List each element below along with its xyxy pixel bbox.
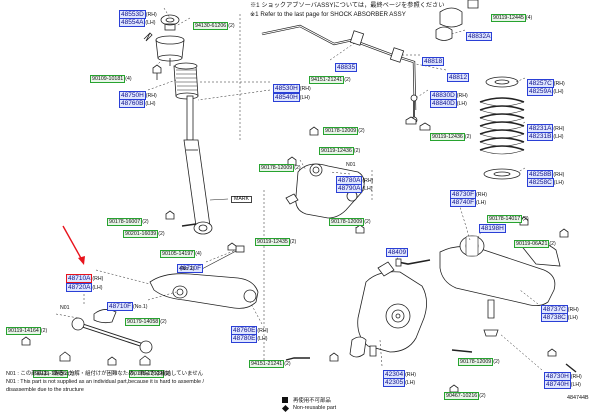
part-label-48780a[interactable]: 48780A(RH): [336, 176, 374, 185]
no2-marker: (No.2): [180, 266, 195, 272]
fasteners: [21, 126, 577, 393]
part-label-48840d[interactable]: 48840D(LH): [430, 99, 467, 108]
part-label-48710a-highlighted[interactable]: 48710A(RH): [66, 274, 104, 283]
hardware-label[interactable]: 90179-14058(2): [125, 318, 167, 326]
part-label-48231a[interactable]: 48231A(RH): [527, 124, 565, 133]
hardware-label[interactable]: 90178-12009(2): [329, 218, 371, 226]
sc-note-jp: ※1 ショックアブソーバASSYについては，最終ページを参照ください: [250, 2, 445, 9]
part-label-48198h[interactable]: 48198H: [479, 224, 506, 233]
legend-row-jp: 再使用不可部品: [282, 396, 331, 404]
hardware-label[interactable]: 90178-16007(2): [107, 218, 149, 226]
hardware-label[interactable]: 94151-21241(2): [309, 76, 351, 84]
hardware-label[interactable]: 90109-10181(4): [90, 75, 132, 83]
hardware-label[interactable]: 90178-12009(2): [129, 370, 171, 378]
part-label-42305[interactable]: 42305(LH): [383, 378, 416, 387]
filled-square-icon: [282, 397, 288, 403]
mark-label: MARK: [231, 196, 252, 204]
hardware-label[interactable]: 90119-12435(2): [255, 238, 297, 246]
hardware-label[interactable]: 90178-12009(2): [323, 127, 365, 135]
part-label-48818[interactable]: 48818: [422, 57, 445, 66]
part-label-48530h[interactable]: 48530H(RH): [273, 84, 311, 93]
n01-marker: N01: [346, 162, 356, 168]
hardware-label[interactable]: 90119-12445(4): [491, 14, 533, 22]
part-label-48720a[interactable]: 48720A(LH): [66, 283, 103, 292]
part-label-42304[interactable]: 42304(RH): [383, 370, 417, 379]
part-label-48710f[interactable]: 48710F: [177, 264, 204, 273]
part-label-48409[interactable]: 48409: [386, 248, 409, 257]
hardware-label[interactable]: 90119-06A21(2): [514, 240, 556, 248]
hardware-label[interactable]: 94151-21241(2): [249, 360, 291, 368]
part-label-48835[interactable]: 48835: [335, 63, 358, 72]
hardware-label[interactable]: 90105-14197(4): [160, 250, 202, 258]
callout-arrow: [62, 225, 85, 265]
part-label-48760b[interactable]: 48760B(LH): [119, 99, 156, 108]
part-label-48812[interactable]: 48812: [447, 73, 470, 82]
part-label-48710f-no1[interactable]: 48710F(No.1): [107, 302, 148, 311]
shock-absorber: [143, 14, 229, 235]
hardware-label[interactable]: 90119-14164(2): [6, 327, 48, 335]
part-label-48760e[interactable]: 48760E(RH): [231, 326, 269, 335]
coil-spring: [479, 76, 525, 180]
part-label-48553d[interactable]: 48553D(RH): [119, 10, 157, 19]
part-label-48737c[interactable]: 48737C(RH): [541, 305, 579, 314]
part-label-48258c[interactable]: 48258C(LH): [527, 178, 564, 187]
trailing-arm: [439, 235, 561, 357]
hardware-label[interactable]: 90119-12436(2): [430, 133, 472, 141]
part-label-48258b[interactable]: 48258B(RH): [527, 170, 565, 179]
part-label-48780e[interactable]: 48780E(LH): [231, 334, 268, 343]
part-label-48730f[interactable]: 48730F(RH): [450, 190, 487, 199]
knuckle: [349, 261, 427, 358]
hardware-label[interactable]: 90178-14017(2): [487, 215, 529, 223]
diagram-number: 484744B: [567, 395, 589, 401]
n01-note-jp: N01 : この部品は，構造上分解・組付けが困難なため，単品では補給していません: [6, 371, 204, 377]
hardware-label[interactable]: 90119-12436(2): [319, 147, 361, 155]
lower-arm: [71, 245, 259, 354]
part-label-48554a[interactable]: 48554A(LH): [119, 18, 156, 27]
part-label-48740h[interactable]: 48740H(LH): [544, 380, 581, 389]
part-label-48231b[interactable]: 48231B(LH): [527, 132, 564, 141]
n01-note-en: N01 : This part is not supplied as an in…: [6, 379, 204, 385]
hardware-label[interactable]: 90119-12436(2): [33, 370, 75, 378]
hardware-label[interactable]: 90467-10216(2): [444, 392, 486, 400]
part-label-48830d[interactable]: 48830D(RH): [430, 91, 468, 100]
legend-row-en: Non-reusable part: [281, 404, 336, 412]
part-label-48750h[interactable]: 48750H(RH): [119, 91, 157, 100]
part-label-48738c[interactable]: 48738C(LH): [541, 313, 578, 322]
leader-lines: [55, 7, 543, 371]
hardware-label[interactable]: 94130-61206(2): [193, 22, 235, 30]
part-label-48540h[interactable]: 48540H(LH): [273, 93, 310, 102]
hardware-label[interactable]: 90178-12009(2): [259, 164, 301, 172]
stabilizer-bar: [261, 0, 479, 131]
part-label-48730h[interactable]: 48730H(RH): [544, 372, 582, 381]
part-label-48832a[interactable]: 48832A: [466, 32, 493, 41]
n01-note-en-cont: disassemble due to the structure: [6, 387, 84, 393]
hardware-label[interactable]: 90201-16039(2): [123, 230, 165, 238]
diamond-icon: [281, 404, 290, 412]
part-label-48259a[interactable]: 48259A(LH): [527, 87, 564, 96]
hardware-label[interactable]: 90178-12009(2): [458, 358, 500, 366]
n01-marker: N01: [60, 305, 70, 311]
part-label-48740f[interactable]: 48740F(LH): [450, 198, 487, 207]
part-label-48257c[interactable]: 48257C(RH): [527, 79, 565, 88]
sc-note-en: ※1 Refer to the last page for SHOCK ABSO…: [250, 11, 406, 18]
part-label-48790a[interactable]: 48790A(LH): [336, 184, 373, 193]
